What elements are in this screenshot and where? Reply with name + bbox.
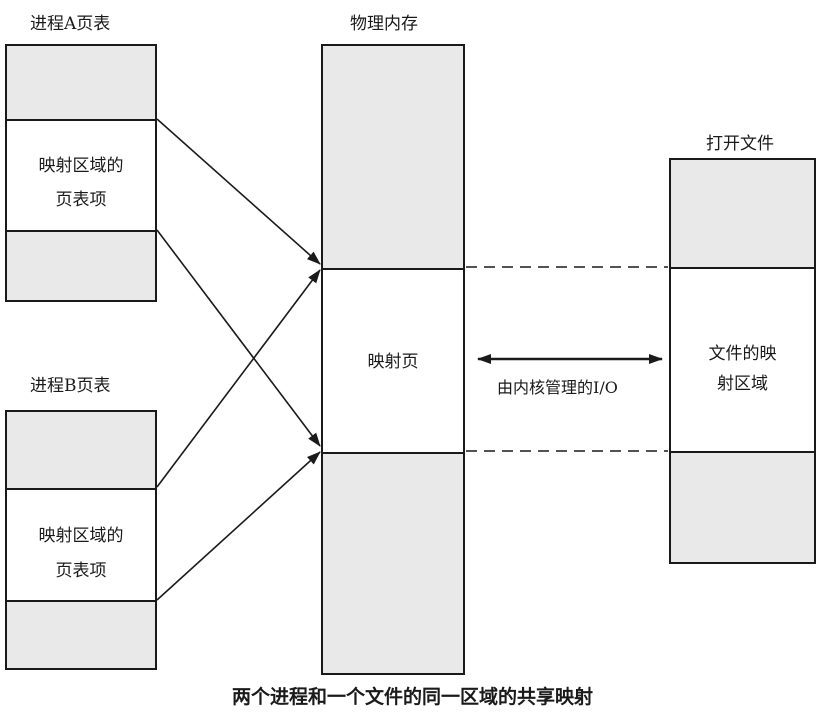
arrow-a-top-to-page-top xyxy=(156,118,321,265)
process-b-upper-entries xyxy=(7,412,155,488)
arrow-b-top-to-page-top xyxy=(156,269,321,488)
file-mapped-region-line1: 文件的映 xyxy=(708,344,777,364)
physical-memory-title: 物理内存 xyxy=(350,14,418,34)
open-file-divider-bottom xyxy=(671,451,814,453)
open-file-divider-top xyxy=(671,267,814,269)
open-file-upper-region xyxy=(671,160,814,267)
kernel-io-label: 由内核管理的I/O xyxy=(497,378,618,397)
file-mapped-region-line2: 射区域 xyxy=(717,374,768,394)
process-a-divider-bottom xyxy=(7,230,155,232)
process-b-divider-bottom xyxy=(7,600,155,602)
arrow-b-bottom-to-page-bottom xyxy=(156,451,321,601)
process-a-mapped-entry-line1: 映射区域的 xyxy=(38,156,124,176)
mapped-page-label: 映射页 xyxy=(367,352,419,372)
process-b-page-table: 映射区域的 页表项 xyxy=(5,410,157,670)
physical-memory-lower-region xyxy=(323,454,463,673)
process-a-divider-top xyxy=(7,119,155,121)
process-a-mapped-entry-line2: 页表项 xyxy=(55,190,107,210)
open-file-lower-region xyxy=(671,453,814,562)
figure-caption: 两个进程和一个文件的同一区域的共享映射 xyxy=(231,686,593,708)
open-file-title: 打开文件 xyxy=(706,134,774,154)
open-file: 文件的映 射区域 xyxy=(669,158,816,564)
process-a-upper-entries xyxy=(7,46,155,119)
physical-memory: 映射页 xyxy=(321,44,465,675)
physical-memory-upper-region xyxy=(323,46,463,268)
physical-memory-divider-bottom xyxy=(323,452,463,454)
process-a-page-table: 映射区域的 页表项 xyxy=(5,44,157,302)
process-b-divider-top xyxy=(7,488,155,490)
process-b-title: 进程B页表 xyxy=(30,376,111,396)
process-b-mapped-entry-line1: 映射区域的 xyxy=(38,526,124,546)
process-b-mapped-entry-line2: 页表项 xyxy=(55,561,107,581)
process-b-lower-entries xyxy=(7,602,155,668)
process-a-lower-entries xyxy=(7,232,155,300)
process-a-title: 进程A页表 xyxy=(30,14,111,34)
arrow-a-bottom-to-page-bottom xyxy=(156,229,321,447)
physical-memory-divider-top xyxy=(323,268,463,270)
